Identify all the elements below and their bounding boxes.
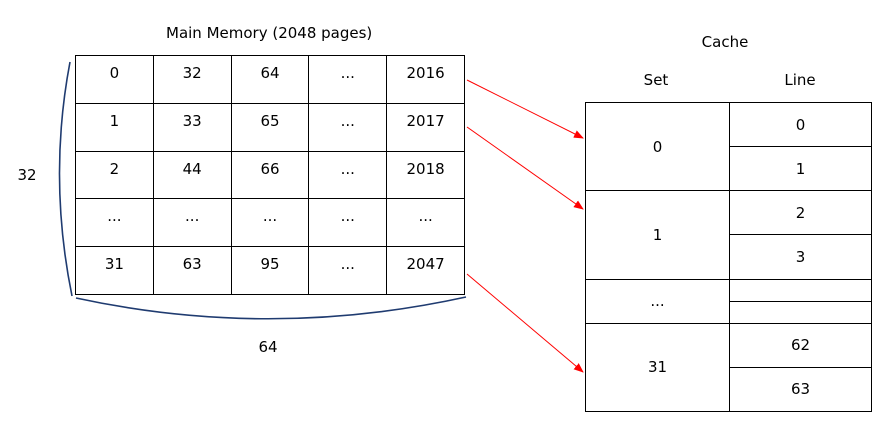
memory-cell: 0 (76, 56, 154, 104)
cols-brace (75, 296, 467, 320)
cache-line-cell (729, 278, 872, 302)
line-header: Line (784, 71, 816, 89)
memory-cell: ... (309, 103, 388, 152)
memory-cell: 31 (76, 247, 154, 295)
set-header: Set (643, 71, 669, 89)
memory-cell: ... (309, 56, 388, 104)
memory-cell: ... (387, 199, 465, 248)
memory-cell: ... (153, 199, 232, 248)
cache-set-cell: 31 (585, 322, 730, 413)
memory-cell: 66 (231, 151, 310, 200)
cols-count-label: 64 (258, 338, 278, 356)
memory-cell: 64 (231, 56, 310, 104)
memory-cell: 1 (76, 103, 154, 152)
memory-cell: 65 (231, 103, 310, 152)
cache-title: Cache (701, 33, 749, 51)
memory-cell: ... (309, 199, 388, 248)
memory-cell: 2047 (387, 247, 465, 295)
arrow-2016-to-set-0 (466, 79, 584, 139)
memory-cell: 2016 (387, 56, 465, 104)
cache-line-cell: 0 (729, 101, 872, 148)
memory-cell: 44 (153, 151, 232, 200)
memory-cell: ... (309, 151, 388, 200)
memory-cell: 63 (153, 247, 232, 295)
memory-cell: ... (231, 199, 310, 248)
cache-line-cell: 2 (729, 190, 872, 236)
memory-cell: 95 (231, 247, 310, 295)
main-memory-title: Main Memory (2048 pages) (166, 24, 373, 42)
memory-cell: 33 (153, 103, 232, 152)
arrow-2017-to-set-1 (466, 126, 584, 210)
rows-brace (58, 61, 73, 297)
cache-set-cell: ... (585, 278, 730, 324)
memory-cell: 32 (153, 56, 232, 104)
arrow-2047-to-set-31 (466, 273, 584, 373)
memory-cell: 2018 (387, 151, 465, 200)
memory-cell: ... (76, 199, 154, 248)
cache-line-cell: 3 (729, 234, 872, 280)
rows-count-label: 32 (17, 166, 37, 184)
memory-cell: 2 (76, 151, 154, 200)
memory-cell: 2017 (387, 103, 465, 152)
cache-line-cell: 1 (729, 146, 872, 192)
cache-set-cell: 0 (585, 101, 730, 192)
cache-set-cell: 1 (585, 190, 730, 280)
memory-cell: ... (309, 247, 388, 295)
cache-line-cell: 63 (729, 366, 872, 413)
